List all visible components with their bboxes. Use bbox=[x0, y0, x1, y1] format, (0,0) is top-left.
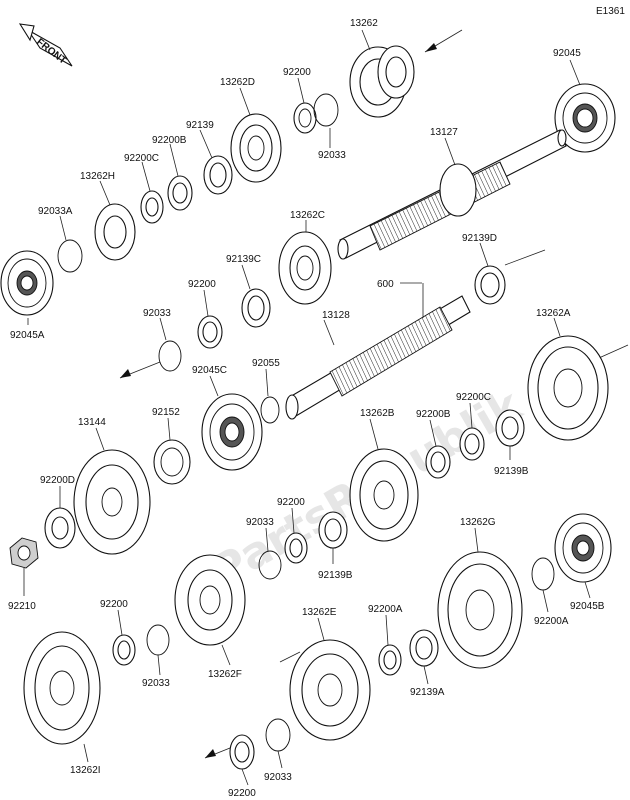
label-13262I: 13262I bbox=[70, 765, 101, 776]
oring-92055 bbox=[260, 396, 280, 424]
label-600: 600 bbox=[377, 279, 394, 290]
label-92045: 92045 bbox=[553, 48, 581, 59]
label-13262E: 13262E bbox=[302, 607, 337, 618]
label-92055: 92055 bbox=[252, 358, 280, 369]
gear-13262H bbox=[94, 203, 136, 261]
washer-92200A bbox=[531, 557, 555, 591]
nut-92210 bbox=[9, 537, 39, 569]
label-13262A: 13262A bbox=[536, 308, 571, 319]
needle-bearing-92139A bbox=[409, 629, 439, 667]
needle-bearing-92139D bbox=[474, 265, 506, 305]
circlip-92033-bl bbox=[146, 624, 170, 656]
label-92045B: 92045B bbox=[570, 601, 605, 612]
sprocket-13144 bbox=[73, 449, 151, 555]
gear-13262G bbox=[437, 551, 523, 669]
bearing-92045 bbox=[554, 83, 616, 153]
label-92210: 92210 bbox=[8, 601, 36, 612]
part-labels: 13262 92045 92200 13262D 92139 92200B 92… bbox=[8, 18, 605, 799]
gear-13262I bbox=[23, 631, 101, 745]
washer-92200-bot bbox=[229, 734, 255, 770]
gear-13262B bbox=[349, 448, 419, 542]
washer-92200-mid bbox=[197, 315, 223, 349]
label-13262: 13262 bbox=[350, 18, 378, 29]
label-13127: 13127 bbox=[430, 127, 458, 138]
washer-92200-bl bbox=[112, 634, 136, 666]
label-13262B: 13262B bbox=[360, 408, 395, 419]
label-92200A: 92200A bbox=[534, 616, 569, 627]
gear-13262D bbox=[230, 113, 282, 183]
collar-92152 bbox=[153, 439, 191, 485]
label-92200B: 92200B bbox=[152, 135, 187, 146]
leader-lines bbox=[23, 29, 591, 786]
label-92033-bot: 92033 bbox=[264, 772, 292, 783]
label-92045A: 92045A bbox=[10, 330, 45, 341]
shaft-13127 bbox=[337, 129, 567, 260]
label-92033-bl: 92033 bbox=[142, 678, 170, 689]
label-92045C: 92045C bbox=[192, 365, 227, 376]
label-92200-low: 92200 bbox=[277, 497, 305, 508]
washer-92200B-2 bbox=[425, 445, 451, 479]
label-92033-mid: 92033 bbox=[143, 308, 171, 319]
gear-13262F bbox=[174, 554, 246, 646]
front-arrow-icon: FRONT bbox=[18, 23, 73, 67]
label-92139B: 92139B bbox=[494, 466, 529, 477]
label-13262F: 13262F bbox=[208, 669, 242, 680]
label-92200C: 92200C bbox=[124, 153, 159, 164]
needle-bearing-92139C bbox=[241, 288, 271, 328]
washer-92200D bbox=[44, 507, 76, 549]
label-13144: 13144 bbox=[78, 417, 106, 428]
label-92139D: 92139D bbox=[462, 233, 497, 244]
gear-13262A bbox=[527, 335, 609, 441]
label-92200D: 92200D bbox=[40, 475, 75, 486]
label-92033-low: 92033 bbox=[246, 517, 274, 528]
washer-92200A-2 bbox=[378, 644, 402, 676]
label-92033-top: 92033 bbox=[318, 150, 346, 161]
washer-92200C bbox=[140, 190, 164, 224]
diagram-code: E1361 bbox=[596, 6, 625, 17]
washer-92200-top bbox=[293, 102, 317, 134]
needle-bearing-92139B-2 bbox=[318, 511, 348, 549]
washer-92200B bbox=[167, 175, 193, 211]
bearing-92045C bbox=[201, 393, 263, 471]
needle-bearing-92139B bbox=[495, 409, 525, 447]
circlip-92033-mid bbox=[158, 340, 182, 372]
shaft-13128 bbox=[285, 295, 471, 420]
label-92200-mid: 92200 bbox=[188, 279, 216, 290]
gear-13262 bbox=[349, 45, 415, 118]
needle-bearing-92139 bbox=[203, 155, 233, 195]
label-92033A: 92033A bbox=[38, 206, 73, 217]
label-92200B-2: 92200B bbox=[416, 409, 451, 420]
label-92139A: 92139A bbox=[410, 687, 445, 698]
circlip-92033-bot bbox=[265, 718, 291, 752]
label-13262H: 13262H bbox=[80, 171, 115, 182]
circlip-92033A bbox=[57, 239, 83, 273]
washer-92200C-2 bbox=[459, 427, 485, 461]
label-92200-top: 92200 bbox=[283, 67, 311, 78]
label-92152: 92152 bbox=[152, 407, 180, 418]
label-13262G: 13262G bbox=[460, 517, 496, 528]
label-92200-bot: 92200 bbox=[228, 788, 256, 799]
label-92139C: 92139C bbox=[226, 254, 261, 265]
label-92139B-2: 92139B bbox=[318, 570, 353, 581]
label-13128: 13128 bbox=[322, 310, 350, 321]
label-13262C: 13262C bbox=[290, 210, 325, 221]
circlip-92033-top bbox=[313, 93, 339, 127]
gear-13262C bbox=[278, 231, 332, 305]
bearing-92045A bbox=[0, 250, 54, 316]
label-92200A-2: 92200A bbox=[368, 604, 403, 615]
bearing-92045B bbox=[554, 513, 612, 583]
label-13262D: 13262D bbox=[220, 77, 255, 88]
gear-13262E bbox=[289, 639, 371, 741]
label-92200C-2: 92200C bbox=[456, 392, 491, 403]
label-92200-bl: 92200 bbox=[100, 599, 128, 610]
circlip-92033-low bbox=[258, 550, 282, 580]
washer-92200-low bbox=[284, 532, 308, 564]
label-92139: 92139 bbox=[186, 120, 214, 131]
